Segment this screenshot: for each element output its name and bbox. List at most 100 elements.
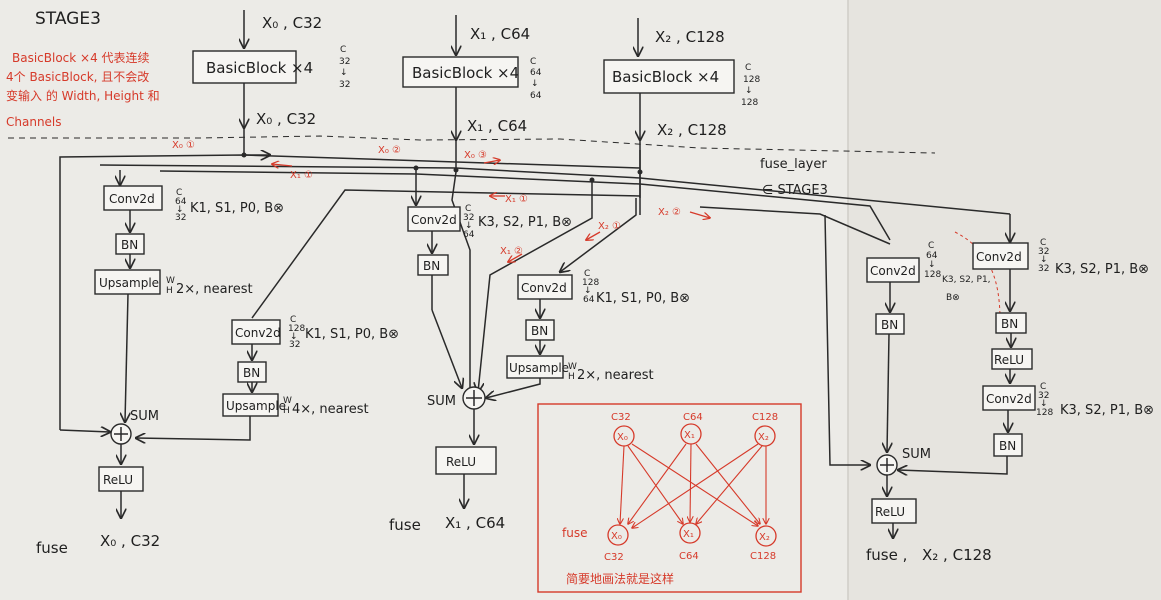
ch-text: 64 — [463, 230, 475, 240]
ch-text: 128 — [924, 270, 941, 280]
summary-node-label: X₁ — [683, 529, 694, 540]
ch-text: 128 — [582, 278, 599, 288]
summary-node-label: X₁ — [684, 430, 695, 441]
basicblock-box — [192, 50, 297, 84]
op-label: BN — [243, 366, 260, 380]
fuse-layer-label: fuse_layer — [760, 157, 827, 172]
ch-text: H — [568, 372, 575, 382]
stage-boundary-dash — [8, 135, 936, 154]
stage-title: STAGE3 — [35, 9, 101, 29]
ch-text: 128 — [743, 75, 760, 85]
op-label: Upsample — [509, 361, 569, 375]
op-params: K1, S1, P0, B⊗ — [305, 327, 399, 342]
op-label: ReLU — [994, 353, 1024, 367]
ch-text: ↓ — [745, 86, 753, 96]
upsample-box — [506, 355, 564, 379]
basicblock-box — [603, 59, 735, 94]
fuse-output-label: X₂ , C128 — [922, 546, 992, 564]
bn-box — [417, 254, 449, 276]
input-branch-1: X₁ , C64 BasicBlock ×4 C 64 ↓ 64 X₁ , C6… — [402, 15, 542, 140]
ch-text: 64 — [175, 197, 187, 207]
op-params: B⊗ — [946, 293, 960, 303]
op-params: 4×, nearest — [292, 402, 369, 417]
output-label: X₀ , C32 — [256, 110, 316, 128]
op-label: Upsample — [99, 276, 159, 290]
op-params: K3, S2, P1, B⊗ — [1060, 403, 1154, 418]
op-params: K3, S2, P1, B⊗ — [478, 215, 572, 230]
note-line: 变输入 的 Width, Height 和 — [6, 88, 160, 103]
relu-box — [991, 348, 1033, 370]
op-label: BN — [881, 318, 898, 332]
output-label: X₂ , C128 — [657, 121, 727, 139]
route-tag: X₁ ① — [290, 170, 313, 181]
ch-text: 128 — [741, 98, 758, 108]
basicblock-label: BasicBlock ×4 — [206, 59, 313, 77]
summary-channel: C128 — [750, 551, 776, 562]
output-label: X₁ , C64 — [467, 117, 527, 135]
ch-text: C — [745, 63, 751, 73]
ch-text: C — [290, 315, 296, 325]
ch-text: 32 — [463, 213, 474, 223]
ch-text: ↓ — [1040, 255, 1048, 265]
op-label: BN — [423, 259, 440, 273]
conv2d-box — [972, 242, 1029, 270]
summary-frame — [537, 403, 802, 593]
basicblock-label: BasicBlock ×4 — [612, 68, 719, 86]
op-label: ReLU — [875, 505, 905, 519]
op-label: Conv2d — [986, 392, 1032, 406]
route-tag: X₁ ② — [500, 246, 523, 257]
sum-label: SUM — [902, 447, 931, 462]
ch-text: 64 — [583, 295, 595, 305]
fuse-output-prefix: fuse — [36, 539, 68, 557]
basicblock-label: BasicBlock ×4 — [412, 64, 519, 82]
op-params: K3, S2, P1, B⊗ — [1055, 262, 1149, 277]
relu-box — [98, 466, 144, 492]
op-label: BN — [121, 238, 138, 252]
op-label: Conv2d — [109, 192, 155, 206]
op-params: 2×, nearest — [577, 368, 654, 383]
conv2d-box — [231, 319, 281, 345]
bn-box — [993, 433, 1023, 457]
op-params: K1, S1, P0, B⊗ — [190, 201, 284, 216]
branch-fuse-x2: Conv2d C 64 ↓ 128 K3, S2, P1, B⊗ BN Conv… — [866, 238, 1154, 564]
input-label: X₂ , C128 — [655, 28, 725, 46]
fuse-output-prefix: fuse , — [866, 546, 907, 564]
input-label: X₀ , C32 — [262, 14, 322, 32]
branch-fuse-x0: Conv2d C 64 ↓ 32 K1, S1, P0, B⊗ BN Upsam… — [36, 185, 399, 557]
summary-channel: C64 — [683, 412, 703, 423]
fuse-output-label: X₀ , C32 — [100, 532, 160, 550]
summary-panel: C32 C64 C128 X₀ X₁ X₂ fuse X₀ X₁ X₂ C32 … — [537, 403, 802, 593]
note-line: BasicBlock ×4 代表连续 — [12, 50, 150, 65]
basicblock-box — [402, 56, 519, 88]
branch-fuse-x1: Conv2d C 32 ↓ 64 K3, S2, P1, B⊗ BN Conv2… — [389, 204, 690, 534]
ch-text: C — [584, 269, 590, 279]
fuse-output-label: X₁ , C64 — [445, 514, 505, 532]
input-label: X₁ , C64 — [470, 25, 530, 43]
summary-channel: C32 — [611, 412, 631, 423]
relu-box — [871, 498, 917, 524]
summary-caption: 简要地画法就是这样 — [566, 571, 674, 586]
ch-text: ↓ — [290, 332, 298, 342]
ch-text: 32 — [1038, 391, 1049, 401]
ch-text: 32 — [339, 80, 350, 90]
bn-box — [875, 313, 905, 335]
ch-text: ↓ — [340, 68, 348, 78]
op-label: BN — [1001, 317, 1018, 331]
summary-node-label: X₀ — [611, 531, 622, 542]
ch-text: 32 — [339, 57, 350, 67]
ch-text: C — [465, 204, 471, 214]
op-label: Conv2d — [870, 264, 916, 278]
summary-node — [755, 525, 777, 547]
op-label: Upsample — [226, 399, 286, 413]
op-label: BN — [999, 439, 1016, 453]
input-branch-0: X₀ , C32 BasicBlock ×4 C 32 ↓ 32 X₀ , C3… — [192, 10, 350, 128]
op-label: Conv2d — [976, 250, 1022, 264]
ch-text: 32 — [289, 340, 300, 350]
input-branch-2: X₂ , C128 BasicBlock ×4 C 128 ↓ 128 X₂ ,… — [603, 18, 760, 140]
paper-sheet-left — [0, 0, 848, 600]
ch-text: 128 — [288, 324, 305, 334]
ch-text: ↓ — [1040, 399, 1048, 409]
route-tag: X₀ ③ — [464, 150, 487, 161]
